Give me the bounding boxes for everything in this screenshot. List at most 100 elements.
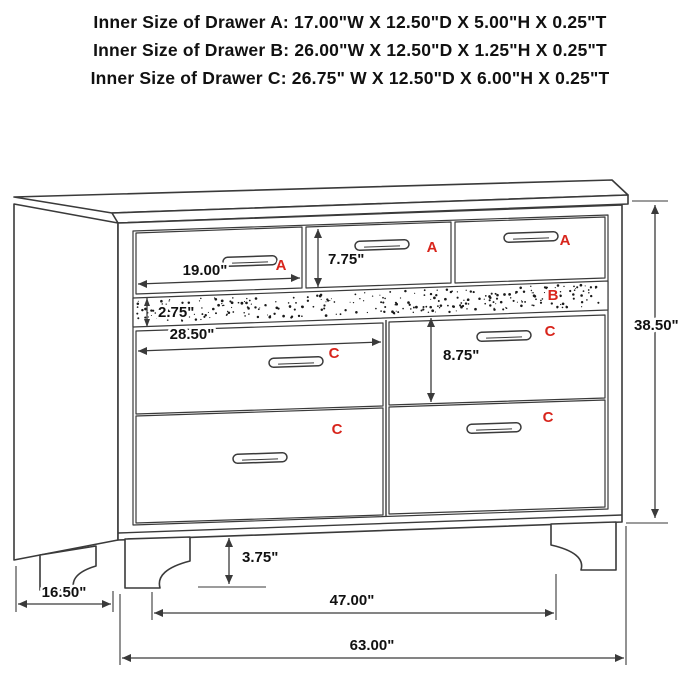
sparkle-dot — [464, 302, 468, 305]
sparkle-dot — [248, 313, 250, 315]
sparkle-dot — [156, 317, 158, 320]
sparkle-dot — [451, 305, 455, 308]
drawer-handle — [232, 451, 288, 465]
sparkle-dot — [565, 305, 567, 307]
sparkle-dot — [484, 302, 487, 305]
sparkle-dot — [375, 307, 377, 310]
sparkle-dot — [408, 303, 411, 306]
dim-strip-height: 2.75" — [144, 298, 197, 327]
sparkle-dot — [187, 301, 191, 304]
drawer-label-a-right: A — [560, 232, 571, 249]
sparkle-dot — [300, 305, 303, 308]
sparkle-dot — [503, 293, 506, 296]
spec-header: Inner Size of Drawer A: 17.00"W X 12.50"… — [0, 12, 700, 96]
sparkle-dot — [227, 311, 231, 314]
arrowhead — [314, 278, 322, 287]
sparkle-dot — [383, 311, 386, 313]
sparkle-dot — [237, 301, 240, 304]
handle-bar — [232, 451, 288, 465]
sparkle-dot — [147, 316, 149, 318]
sparkle-dot — [427, 311, 430, 314]
sparkle-dot — [425, 305, 428, 308]
arrowhead — [144, 319, 150, 327]
sparkle-dot — [505, 307, 508, 310]
sparkle-dot — [392, 311, 396, 315]
drawer-label-b-strip: B — [548, 287, 559, 304]
sparkle-dot — [466, 298, 470, 302]
sparkle-dot — [532, 304, 535, 307]
sparkle-dot — [429, 305, 432, 309]
arrowhead — [651, 205, 659, 214]
sparkle-dot — [463, 299, 465, 301]
sparkle-dot — [539, 301, 543, 304]
sparkle-dot — [160, 299, 163, 303]
sparkle-dot — [447, 304, 449, 307]
sparkle-dot — [580, 294, 583, 297]
sparkle-dot — [519, 286, 522, 290]
handle-shadow-line — [364, 245, 401, 248]
sparkle-dot — [290, 315, 294, 318]
arrowhead — [427, 393, 435, 402]
sparkle-dot — [259, 307, 261, 309]
arrowhead — [154, 609, 163, 617]
sparkle-dot — [580, 300, 584, 304]
sparkle-dot — [293, 308, 296, 311]
sparkle-dot — [137, 317, 140, 320]
sparkle-dot — [455, 310, 457, 312]
sparkle-dot — [595, 287, 597, 289]
handle-shadow-line — [513, 237, 550, 240]
dim-drawer-c-height: 8.75" — [427, 318, 482, 402]
sparkle-dot — [339, 313, 342, 316]
drawer-handle — [466, 421, 522, 435]
dim-overall-height: 38.50" — [626, 200, 681, 524]
sparkle-dot — [384, 305, 387, 309]
sparkle-dot — [244, 315, 246, 317]
sparkle-dot — [412, 306, 415, 309]
sparkle-dot — [275, 301, 277, 303]
drawer-label-c-right-upper: C — [545, 323, 556, 340]
dimension-label: 38.50" — [634, 317, 679, 334]
sparkle-dot — [438, 306, 441, 309]
sparkle-dot — [200, 318, 202, 321]
sparkle-dot — [531, 304, 533, 306]
sparkle-dot — [404, 289, 407, 293]
sparkle-dot — [177, 304, 179, 306]
handle-shadow-line — [242, 458, 279, 461]
sparkle-dot — [329, 300, 331, 302]
sparkle-dot — [359, 298, 361, 300]
sparkle-dot — [548, 288, 550, 290]
arrowhead — [615, 654, 624, 662]
drawer-label-c-left-lower: C — [332, 421, 343, 438]
sparkle-dot — [221, 302, 223, 305]
sparkle-dot — [516, 291, 518, 293]
sparkle-dot — [301, 315, 303, 317]
sparkle-dot — [379, 294, 381, 296]
sparkle-dot — [389, 290, 392, 293]
arrowhead — [18, 600, 27, 608]
handle-shadow-line — [476, 428, 513, 431]
drawer-label-a-middle: A — [427, 239, 438, 256]
sparkle-dot — [220, 299, 224, 303]
arrowhead — [122, 654, 131, 662]
arrowhead — [225, 575, 233, 584]
sparkle-dot — [214, 297, 218, 301]
drawer-label-c-right-lower: C — [543, 409, 554, 426]
arrowhead — [314, 229, 322, 238]
sparkle-dot — [333, 301, 336, 303]
sparkle-dot — [508, 293, 511, 296]
sparkle-dot — [489, 304, 492, 307]
sparkle-dot — [460, 302, 463, 304]
sparkle-dot — [167, 309, 171, 312]
arrowhead — [138, 280, 147, 288]
sparkle-dot — [495, 297, 499, 300]
sparkle-dot — [423, 289, 426, 292]
foot-back-left — [39, 545, 97, 591]
sparkle-dot — [532, 294, 536, 298]
sparkle-dot — [209, 317, 211, 319]
sparkle-dot — [189, 307, 193, 311]
sparkle-dot — [355, 311, 358, 314]
sparkle-dot — [431, 309, 435, 313]
spec-line-drawer-b: Inner Size of Drawer B: 26.00"W X 12.50"… — [93, 40, 607, 60]
sparkle-dot — [521, 300, 523, 302]
sparkle-dot — [323, 304, 326, 307]
